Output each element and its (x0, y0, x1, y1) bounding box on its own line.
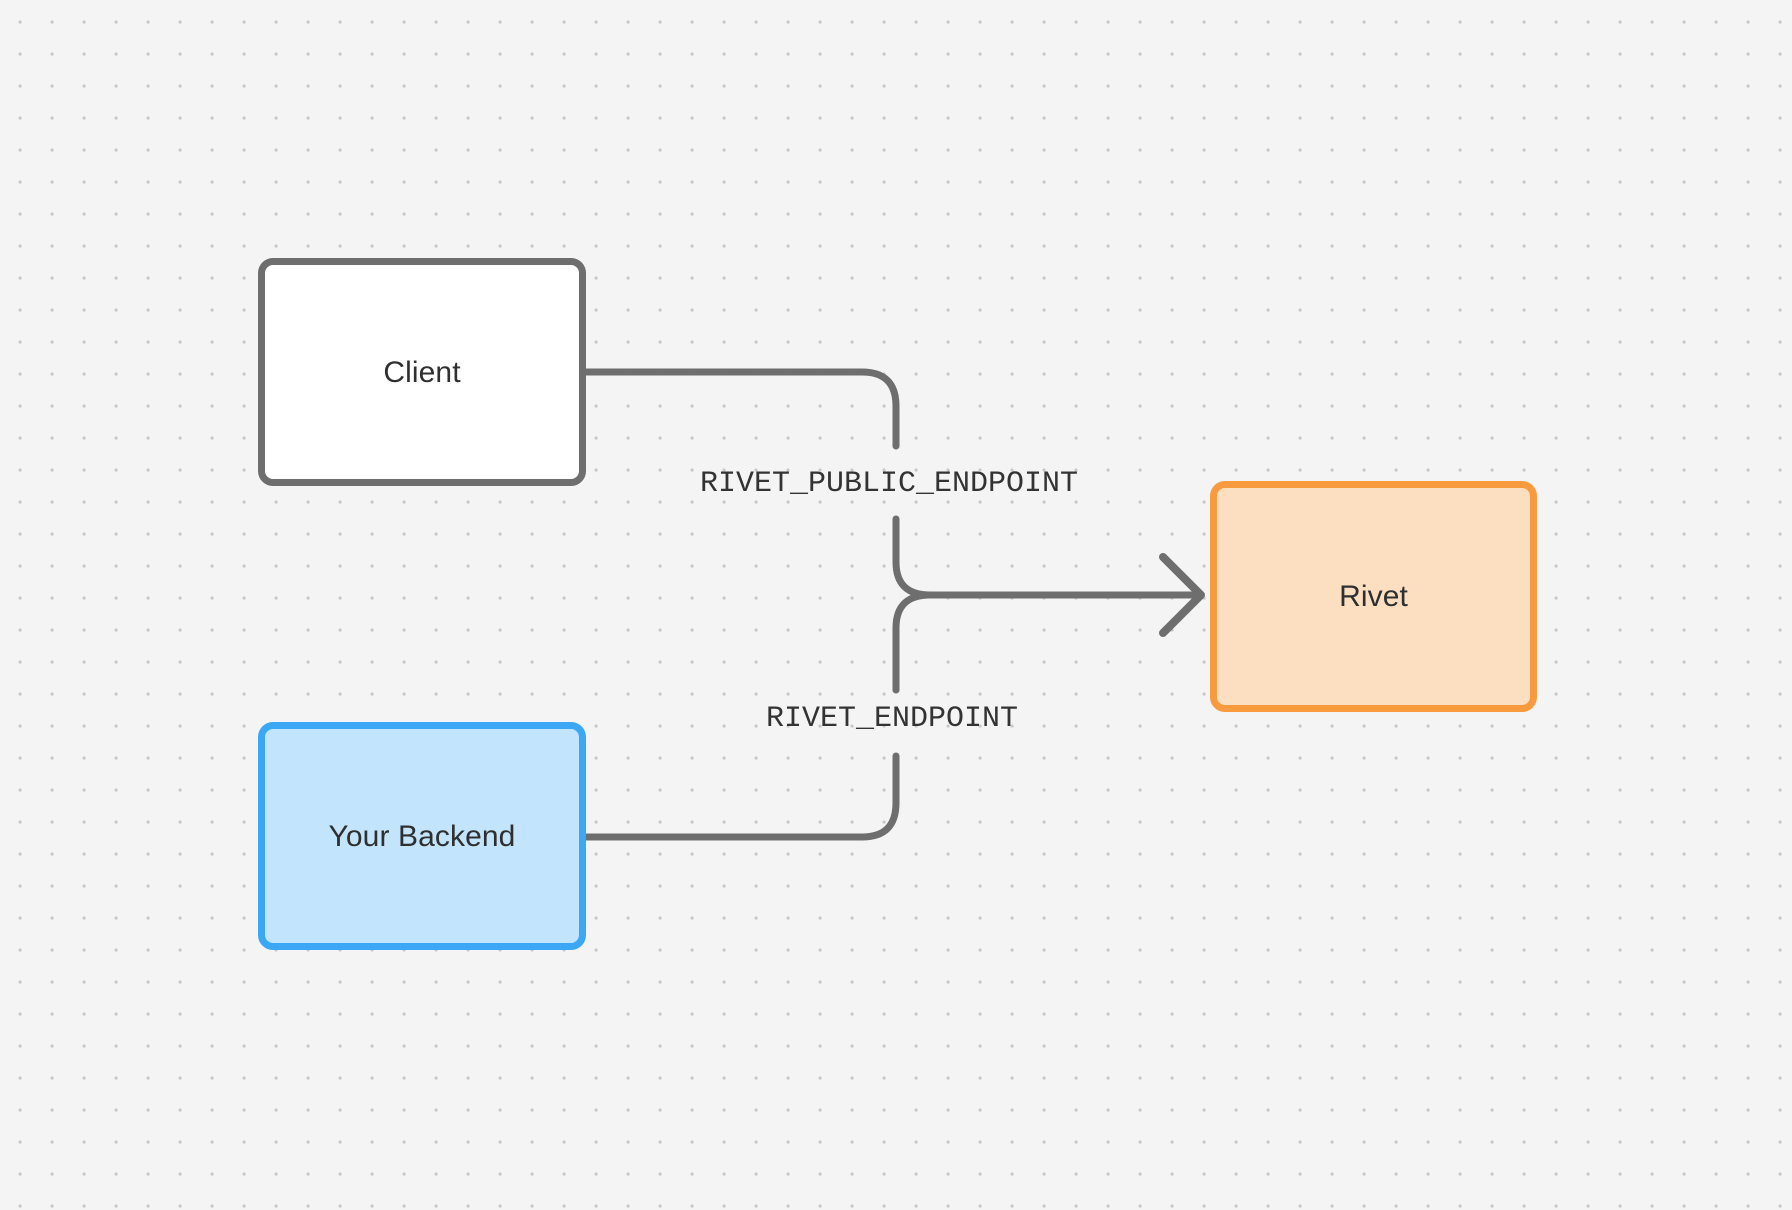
node-rivet-label: Rivet (1339, 580, 1408, 613)
node-client-label: Client (383, 355, 461, 389)
edge-client-to-junction-lower (892, 515, 1200, 599)
edge-client-to-junction-upper (582, 368, 900, 450)
edge-label-rivet-public-endpoint: RIVET_PUBLIC_ENDPOINT (700, 467, 1079, 501)
node-client[interactable]: Client (258, 258, 586, 486)
node-rivet[interactable]: Rivet (1210, 481, 1537, 712)
arrowhead-icon (1159, 553, 1205, 637)
edge-backend-to-junction-upper (892, 591, 1200, 694)
node-your-backend[interactable]: Your Backend (258, 722, 586, 950)
node-your-backend-label: Your Backend (328, 819, 516, 853)
edge-label-rivet-endpoint: RIVET_ENDPOINT (766, 702, 1019, 736)
edge-backend-to-junction-lower (582, 752, 900, 841)
